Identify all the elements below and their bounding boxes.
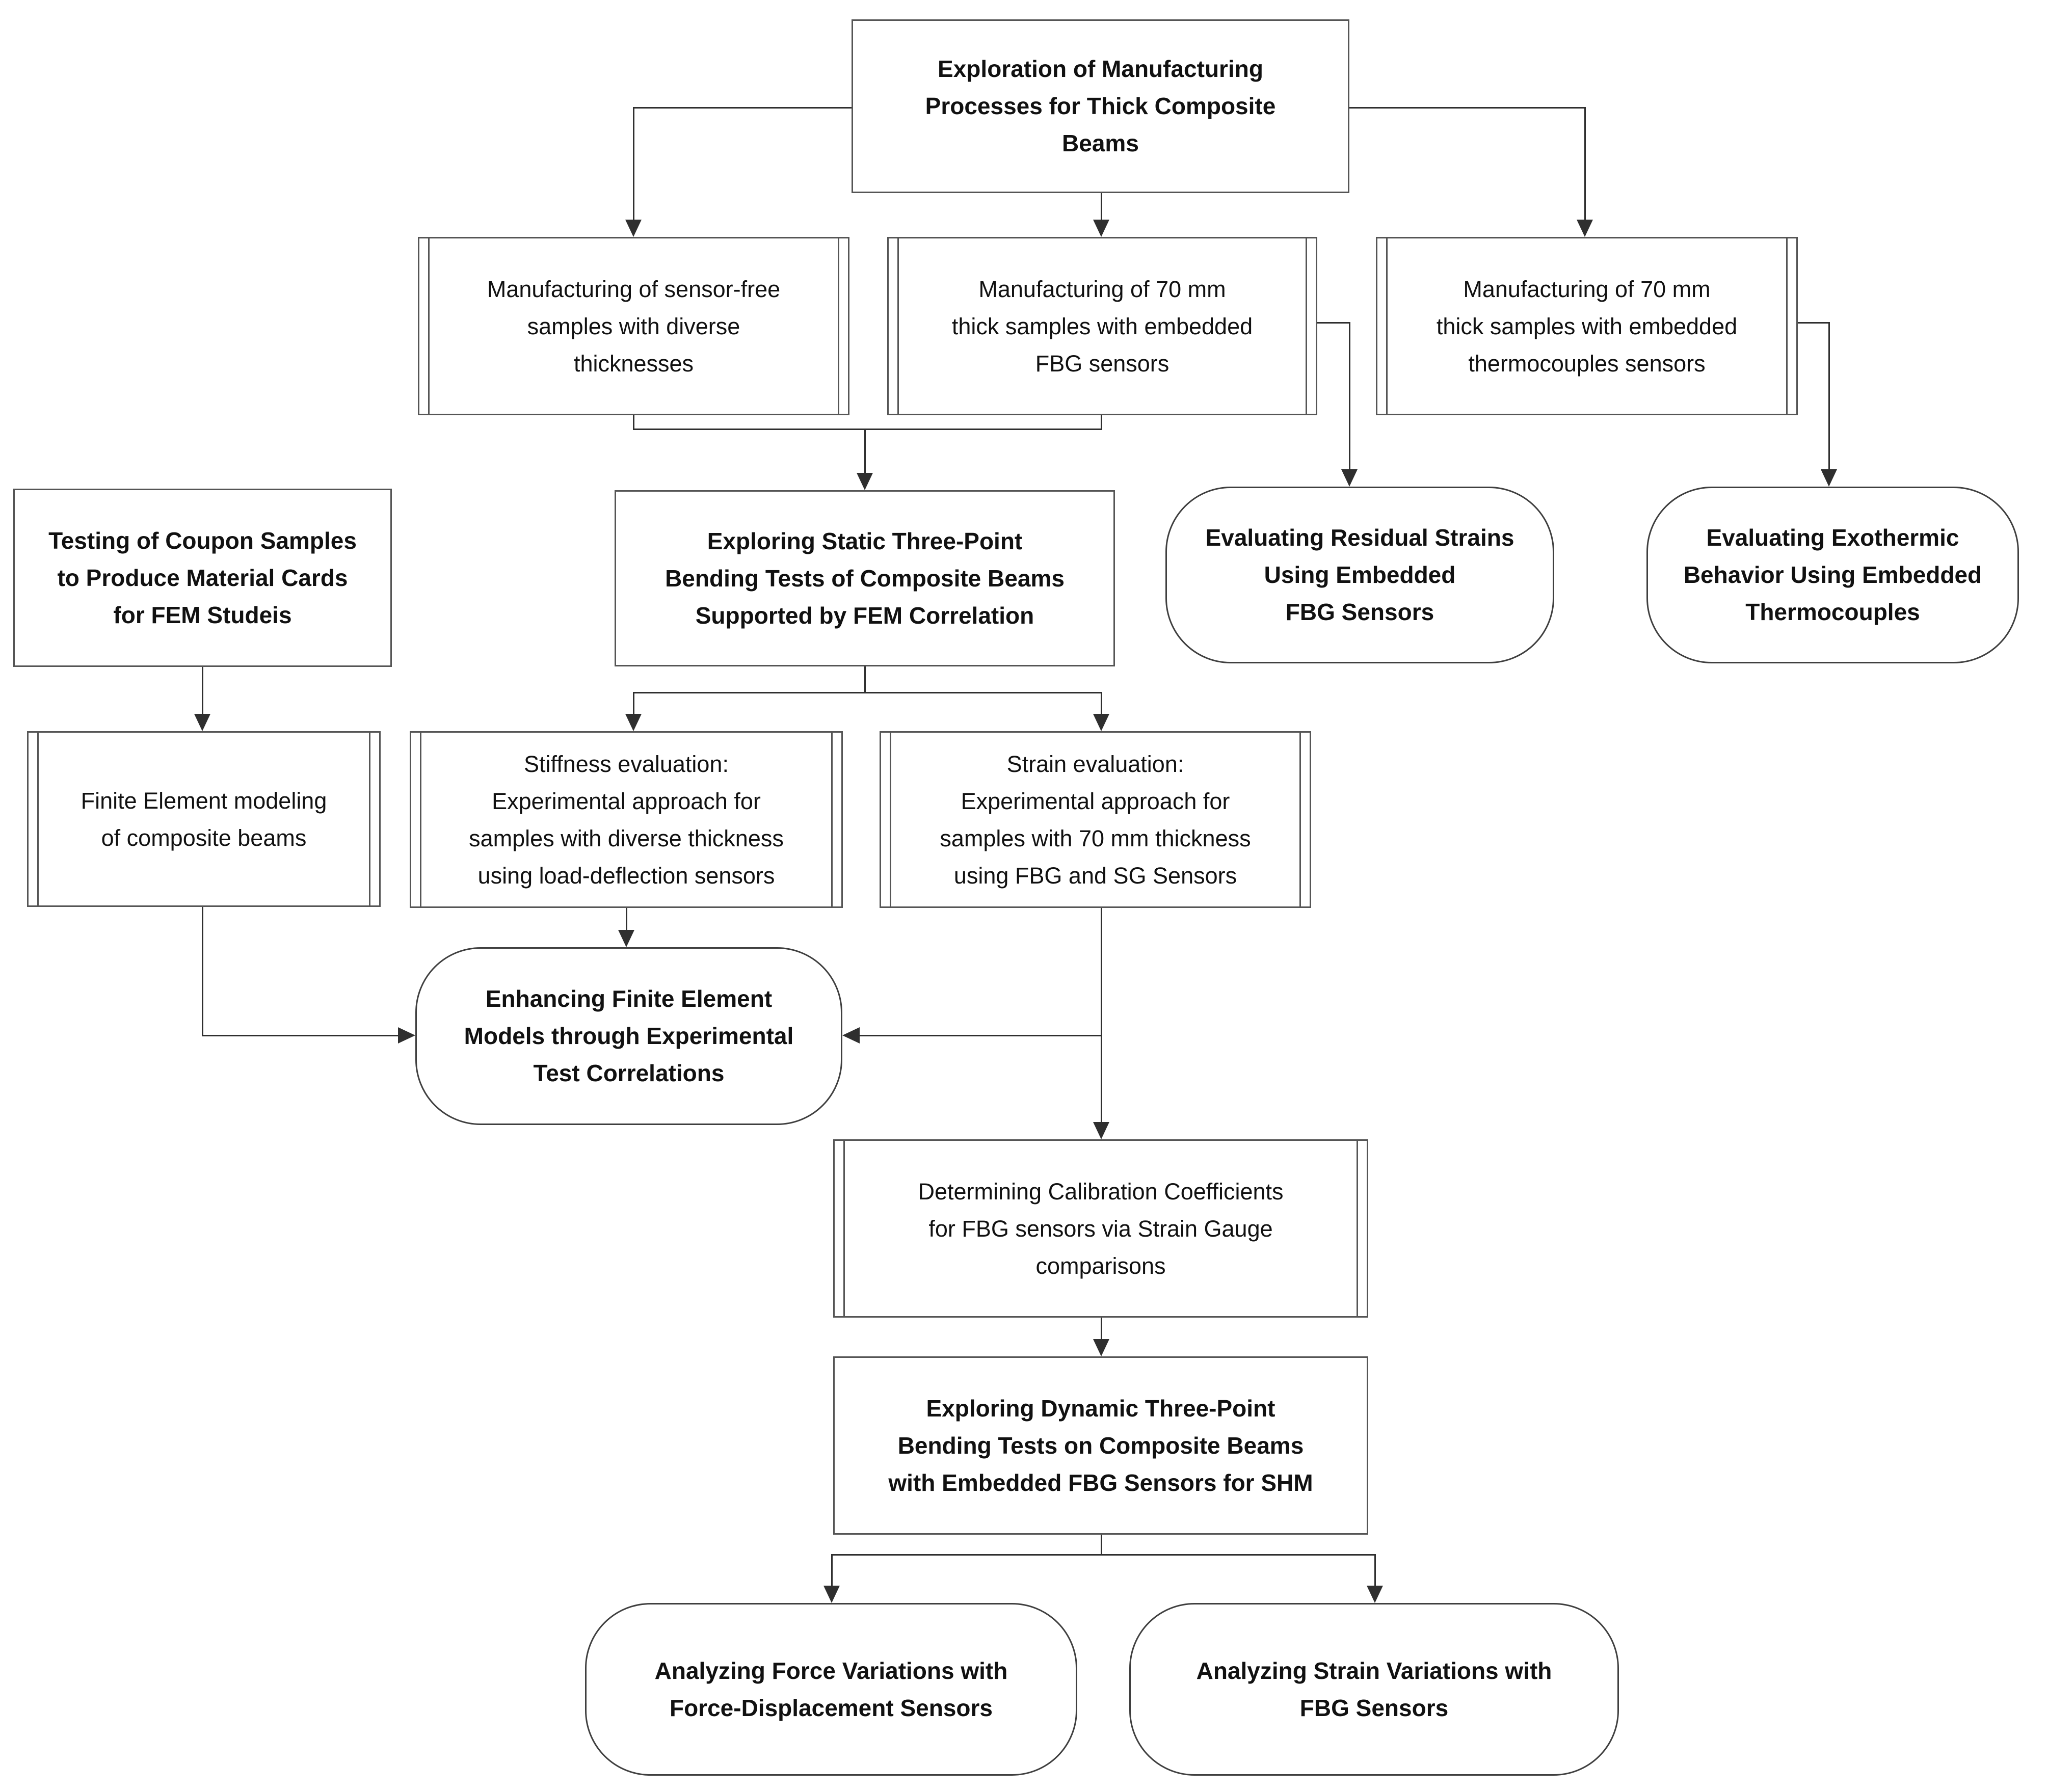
arrowhead-icon bbox=[625, 714, 642, 731]
connector-dynamic-down bbox=[1101, 1535, 1102, 1556]
connector-split-to-stiffness bbox=[633, 692, 634, 715]
connector-split-to-force bbox=[831, 1554, 833, 1587]
node-finite-element-modeling: Finite Element modeling of composite bea… bbox=[27, 731, 381, 907]
connector-calibration-to-dynamic bbox=[1101, 1318, 1102, 1340]
node-strain-evaluation: Strain evaluation: Experimental approach… bbox=[880, 731, 1311, 908]
connector-top-to-fbg bbox=[1101, 193, 1102, 221]
connector-top-to-thermo bbox=[1584, 107, 1586, 221]
node-calibration-coefficients: Determining Calibration Coefficients for… bbox=[833, 1139, 1368, 1318]
arrowhead-icon bbox=[857, 473, 873, 490]
node-manufacturing-thermocouples: Manufacturing of 70 mm thick samples wit… bbox=[1376, 237, 1798, 415]
connector-dynamic-split bbox=[831, 1554, 1375, 1556]
connector-top-to-sensorfree bbox=[633, 107, 634, 221]
connector-merge-left bbox=[633, 415, 634, 430]
node-evaluating-residual-strains: Evaluating Residual Strains Using Embedd… bbox=[1165, 487, 1554, 663]
connector-fem-to-enhancing bbox=[202, 907, 203, 1036]
connector-top-to-sensorfree bbox=[633, 107, 852, 109]
arrowhead-icon bbox=[823, 1586, 840, 1603]
arrowhead-icon bbox=[398, 1027, 415, 1044]
connector-stiffness-to-enhancing bbox=[626, 908, 627, 931]
connector-strain-to-calibration bbox=[1101, 908, 1102, 1123]
connector-top-to-thermo bbox=[1349, 107, 1585, 109]
node-enhancing-fem-models: Enhancing Finite Element Models through … bbox=[415, 947, 842, 1125]
connector-split-to-strain bbox=[1101, 692, 1102, 715]
node-exploration-manufacturing: Exploration of Manufacturing Processes f… bbox=[852, 19, 1349, 193]
arrowhead-icon bbox=[1577, 220, 1593, 237]
arrowhead-icon bbox=[194, 714, 210, 731]
node-analyzing-force-variations: Analyzing Force Variations with Force-Di… bbox=[585, 1603, 1077, 1776]
arrowhead-icon bbox=[1093, 1122, 1109, 1139]
arrowhead-icon bbox=[1821, 469, 1837, 487]
connector-merge-bar bbox=[633, 429, 1102, 430]
connector-static-split bbox=[633, 692, 1102, 693]
connector-merge-right bbox=[1101, 415, 1102, 430]
node-static-bending-tests: Exploring Static Three-Point Bending Tes… bbox=[615, 490, 1115, 666]
arrowhead-icon bbox=[1093, 714, 1109, 731]
node-manufacturing-sensor-free: Manufacturing of sensor-free samples wit… bbox=[418, 237, 849, 415]
arrowhead-icon bbox=[1341, 469, 1358, 487]
arrowhead-icon bbox=[1367, 1586, 1383, 1603]
connector-thermo-to-exothermic bbox=[1828, 322, 1830, 470]
node-manufacturing-fbg: Manufacturing of 70 mm thick samples wit… bbox=[887, 237, 1317, 415]
connector-fem-to-enhancing bbox=[202, 1035, 399, 1036]
node-analyzing-strain-variations: Analyzing Strain Variations with FBG Sen… bbox=[1129, 1603, 1619, 1776]
arrowhead-icon bbox=[625, 220, 642, 237]
arrowhead-icon bbox=[1093, 220, 1109, 237]
node-coupon-testing: Testing of Coupon Samples to Produce Mat… bbox=[13, 489, 392, 667]
node-evaluating-exothermic-behavior: Evaluating Exothermic Behavior Using Emb… bbox=[1646, 487, 2019, 663]
connector-strain-to-enhancing bbox=[860, 1035, 1102, 1036]
connector-fbg-to-residual bbox=[1349, 322, 1350, 470]
connector-coupon-to-fem bbox=[202, 667, 203, 715]
node-dynamic-bending-tests: Exploring Dynamic Three-Point Bending Te… bbox=[833, 1356, 1368, 1535]
connector-split-to-strainvar bbox=[1374, 1554, 1376, 1587]
arrowhead-icon bbox=[1093, 1339, 1109, 1356]
arrowhead-icon bbox=[618, 930, 634, 947]
arrowhead-icon bbox=[842, 1027, 860, 1044]
connector-merge-to-static bbox=[864, 429, 866, 474]
connector-thermo-to-exothermic bbox=[1798, 322, 1829, 324]
connector-static-down bbox=[864, 666, 866, 693]
node-stiffness-evaluation: Stiffness evaluation: Experimental appro… bbox=[410, 731, 843, 908]
connector-fbg-to-residual bbox=[1317, 322, 1350, 324]
